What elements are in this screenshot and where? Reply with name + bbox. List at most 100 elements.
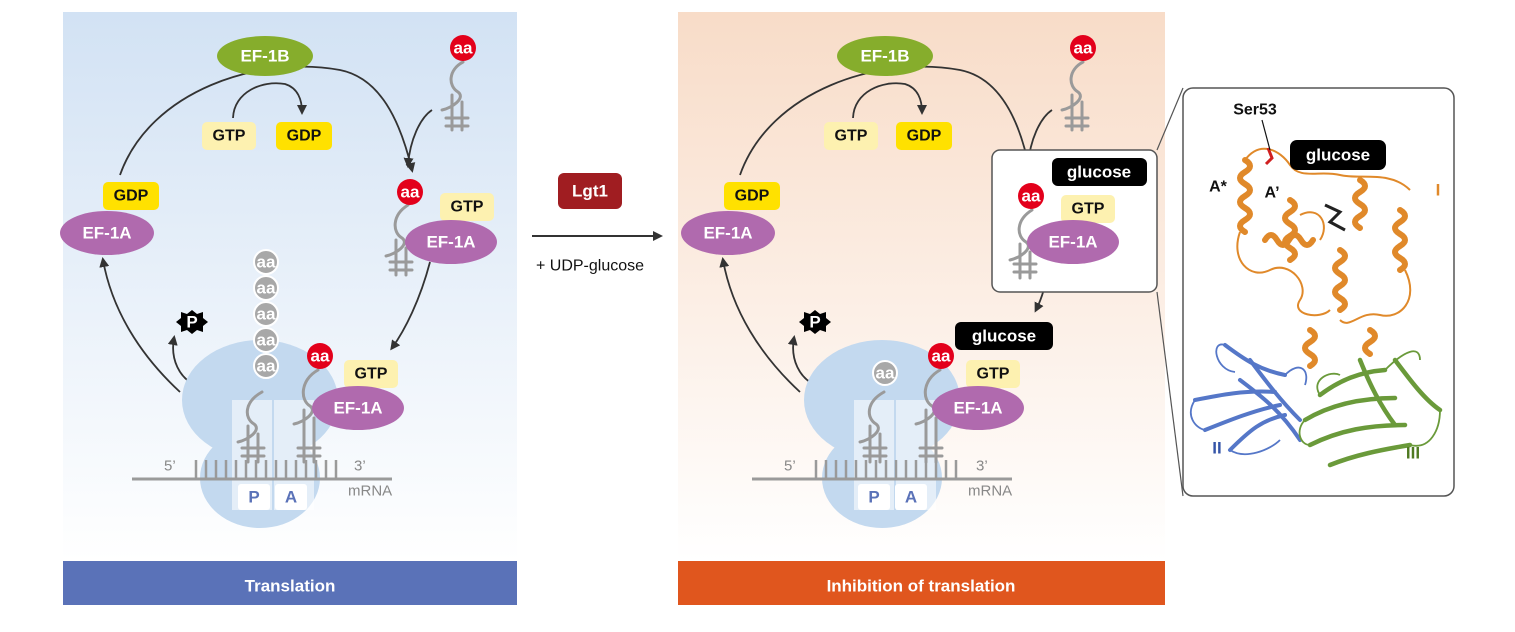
lgt1-box bbox=[558, 173, 622, 209]
zoom-line-bottom bbox=[1156, 291, 1184, 497]
gtp-box bbox=[344, 360, 398, 388]
codon-ticks bbox=[194, 460, 338, 478]
gtp-label: GTP bbox=[213, 128, 246, 145]
lgt1-label: Lgt1 bbox=[572, 182, 608, 201]
cycle-arrow-top bbox=[119, 65, 416, 176]
codon-ticks bbox=[814, 460, 958, 478]
right-panel: Inhibition of translation EF-1B GTP GDP … bbox=[678, 12, 1165, 605]
glucose-tag bbox=[1052, 158, 1147, 186]
gtp-label: GTP bbox=[835, 128, 868, 145]
trna-icon bbox=[1060, 60, 1090, 132]
aa-badge bbox=[307, 343, 333, 369]
glucose-tag bbox=[955, 322, 1053, 350]
gtp-label: GTP bbox=[451, 199, 484, 216]
ef1a-label: EF-1A bbox=[426, 233, 475, 252]
udp-glucose-label: + UDP-glucose bbox=[536, 258, 644, 275]
ef1b-oval bbox=[217, 36, 313, 76]
aa-badge bbox=[1070, 35, 1096, 61]
aa-label: aa bbox=[257, 305, 276, 324]
three-prime-label: 3’ bbox=[354, 458, 366, 475]
bound-ligand bbox=[1324, 203, 1346, 232]
p-site-tab bbox=[238, 484, 270, 510]
delivery-arrow bbox=[390, 261, 431, 351]
trna-icon bbox=[1008, 208, 1038, 280]
glucose-tag bbox=[1290, 140, 1386, 170]
aa-label: aa bbox=[311, 347, 330, 366]
ser53-pointer bbox=[1261, 119, 1271, 151]
gdp-label: GDP bbox=[114, 188, 149, 205]
p-site-tab bbox=[858, 484, 890, 510]
gtp-label: GTP bbox=[977, 366, 1010, 383]
gdp-label: GDP bbox=[287, 128, 322, 145]
five-prime-label: 5’ bbox=[784, 458, 796, 475]
gdp-label: GDP bbox=[907, 128, 942, 145]
ef1a-oval bbox=[60, 211, 154, 255]
phosphate-icon bbox=[799, 310, 831, 334]
trna-icon bbox=[384, 203, 414, 277]
right-footer-label: Inhibition of translation bbox=[827, 577, 1016, 596]
structure-inset: Ser53 glucose A* A’ I II III bbox=[1156, 87, 1455, 497]
gtp-box bbox=[966, 360, 1020, 388]
trna-icon bbox=[292, 368, 322, 464]
aa-label: aa bbox=[454, 39, 473, 58]
right-panel-footer bbox=[678, 561, 1165, 605]
ef1a-oval bbox=[681, 211, 775, 255]
aa-label: aa bbox=[401, 183, 420, 202]
a-site-tab bbox=[895, 484, 927, 510]
aa-label: aa bbox=[932, 347, 951, 366]
gdp-box bbox=[276, 122, 332, 150]
ef1a-oval bbox=[405, 220, 497, 264]
ef1a-label: EF-1A bbox=[82, 224, 131, 243]
cycle-arrow-top bbox=[739, 65, 1034, 176]
trna-icon bbox=[236, 390, 266, 464]
aa-label: aa bbox=[257, 357, 276, 376]
helix-a-prime-label: A’ bbox=[1264, 185, 1279, 202]
left-panel-footer bbox=[63, 561, 517, 605]
phosphate-label: P bbox=[186, 313, 197, 332]
gdp-box bbox=[896, 122, 952, 150]
ef1b-label: EF-1B bbox=[240, 47, 289, 66]
trna-icon bbox=[914, 368, 944, 464]
mrna-label: mRNA bbox=[348, 483, 392, 500]
gtp-box bbox=[440, 193, 494, 221]
domain-3-loops bbox=[1298, 350, 1441, 447]
three-prime-label: 3’ bbox=[976, 458, 988, 475]
trna-entry-arrow bbox=[403, 109, 433, 168]
a-site-tab bbox=[275, 484, 307, 510]
ef1a-label: EF-1A bbox=[953, 399, 1002, 418]
domain-2-label: II bbox=[1212, 439, 1221, 458]
domain-3-structure bbox=[1302, 357, 1443, 468]
aa-badge bbox=[450, 35, 476, 61]
helix-a-star-label: A* bbox=[1209, 179, 1228, 196]
aa-badge bbox=[397, 179, 423, 205]
domain-1-label: I bbox=[1436, 181, 1441, 200]
aa-label: aa bbox=[257, 331, 276, 350]
ser53-sidechain bbox=[1264, 147, 1274, 166]
aa-badge bbox=[1018, 183, 1044, 209]
domain-1-structure bbox=[1237, 157, 1408, 369]
ef1a-label: EF-1A bbox=[703, 224, 752, 243]
middle-reaction: Lgt1 + UDP-glucose bbox=[532, 173, 663, 275]
ef1b-exchange-arrow bbox=[852, 82, 927, 119]
mrna-label: mRNA bbox=[968, 483, 1012, 500]
release-arrow bbox=[719, 257, 801, 393]
domain-3-label: III bbox=[1406, 444, 1420, 463]
aa-label: aa bbox=[1074, 39, 1093, 58]
aa-label: aa bbox=[257, 279, 276, 298]
ef1b-oval bbox=[837, 36, 933, 76]
gdp-box bbox=[724, 182, 780, 210]
ser53-label: Ser53 bbox=[1233, 102, 1277, 119]
glucose-label: glucose bbox=[1067, 163, 1131, 182]
gdp-box bbox=[103, 182, 159, 210]
phosphate-icon bbox=[176, 310, 208, 334]
p-site-label: P bbox=[868, 488, 879, 507]
gtp-box bbox=[202, 122, 256, 150]
a-site-label: A bbox=[905, 488, 917, 507]
ef1a-oval bbox=[932, 386, 1024, 430]
left-footer-label: Translation bbox=[245, 577, 336, 596]
a-site-label: A bbox=[285, 488, 297, 507]
phosphate-label: P bbox=[809, 313, 820, 332]
left-panel: Translation EF-1B GTP GDP GDP EF-1A aa a… bbox=[60, 12, 517, 605]
zoom-line-top bbox=[1156, 87, 1184, 151]
ef1a-label: EF-1A bbox=[333, 399, 382, 418]
